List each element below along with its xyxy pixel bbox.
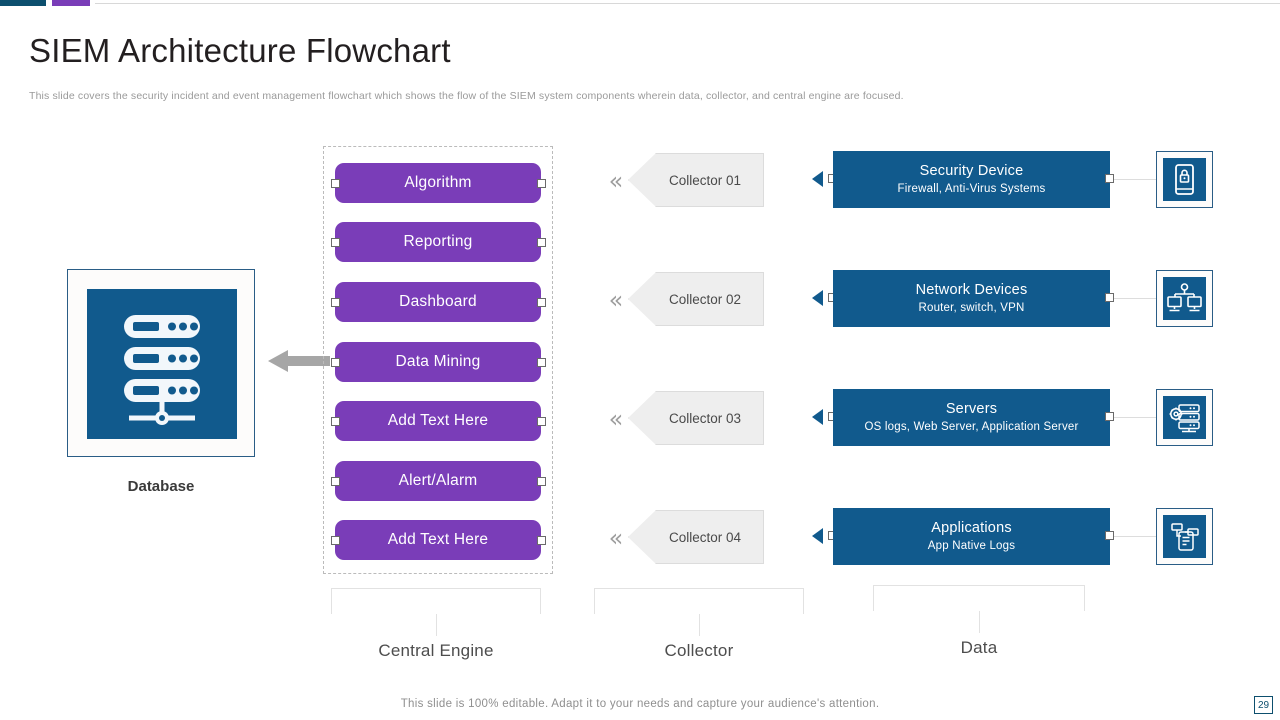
connector-handle-right[interactable]	[537, 536, 546, 545]
page-subtitle: This slide covers the security incident …	[29, 90, 904, 102]
accent-divider-line	[95, 3, 1280, 4]
engine-item-label: Algorithm	[404, 174, 472, 191]
icon-card-servers[interactable]	[1156, 389, 1213, 446]
collector-label: Collector 03	[668, 410, 742, 426]
engine-item-reporting[interactable]: Reporting	[335, 222, 541, 262]
connector-line	[1114, 298, 1156, 299]
connector-handle-right[interactable]	[537, 358, 546, 367]
double-chevron-icon: «	[608, 524, 624, 552]
central-engine-container	[323, 146, 553, 574]
data-node-servers[interactable]: Servers OS logs, Web Server, Application…	[833, 389, 1110, 446]
data-node-title: Security Device	[919, 163, 1024, 179]
collector-label: Collector 01	[668, 172, 742, 188]
data-inlet-arrow	[812, 290, 823, 306]
database-card[interactable]	[67, 269, 255, 457]
connector-line	[1114, 536, 1156, 537]
collector-node-04[interactable]: Collector 04	[628, 510, 764, 564]
data-node-applications[interactable]: Applications App Native Logs	[833, 508, 1110, 565]
connector-handle-left[interactable]	[331, 238, 340, 247]
connector-handle-right[interactable]	[537, 477, 546, 486]
connector-handle-right[interactable]	[537, 298, 546, 307]
engine-item-placeholder-2[interactable]: Add Text Here	[335, 520, 541, 560]
connector-handle-right[interactable]	[1105, 293, 1114, 302]
data-inlet-arrow	[812, 409, 823, 425]
footer-note: This slide is 100% editable. Adapt it to…	[400, 698, 880, 710]
server-gear-icon	[1163, 396, 1206, 439]
connector-handle-right[interactable]	[537, 179, 546, 188]
engine-item-label: Add Text Here	[387, 412, 489, 429]
database-server-icon	[87, 289, 237, 439]
engine-item-algorithm[interactable]: Algorithm	[335, 163, 541, 203]
connector-handle-left[interactable]	[331, 417, 340, 426]
top-accent-bar	[0, 0, 1280, 6]
group-label-central-engine: Central Engine	[378, 641, 494, 660]
engine-item-dashboard[interactable]: Dashboard	[335, 282, 541, 322]
data-node-title: Applications	[931, 520, 1012, 536]
connector-handle-right[interactable]	[1105, 174, 1114, 183]
network-computers-icon	[1163, 277, 1206, 320]
connector-handle-left[interactable]	[331, 536, 340, 545]
connector-handle-right[interactable]	[537, 417, 546, 426]
accent-segment-purple	[52, 0, 90, 6]
collector-node-01[interactable]: Collector 01	[628, 153, 764, 207]
connector-handle-left[interactable]	[331, 298, 340, 307]
engine-item-placeholder-1[interactable]: Add Text Here	[335, 401, 541, 441]
connector-line	[1114, 417, 1156, 418]
connector-handle-left[interactable]	[331, 179, 340, 188]
data-node-title: Network Devices	[915, 282, 1028, 298]
icon-card-security-device[interactable]	[1156, 151, 1213, 208]
data-node-subtitle: App Native Logs	[927, 540, 1016, 552]
collector-label: Collector 04	[668, 529, 742, 545]
page-title: SIEM Architecture Flowchart	[29, 32, 451, 69]
double-chevron-icon: «	[608, 405, 624, 433]
data-inlet-arrow	[812, 171, 823, 187]
double-chevron-icon: «	[608, 286, 624, 314]
icon-card-network-devices[interactable]	[1156, 270, 1213, 327]
group-label-data: Data	[960, 638, 998, 657]
bracket-stem	[436, 614, 437, 636]
data-node-security-device[interactable]: Security Device Firewall, Anti-Virus Sys…	[833, 151, 1110, 208]
collector-label: Collector 02	[668, 291, 742, 307]
data-node-network-devices[interactable]: Network Devices Router, switch, VPN	[833, 270, 1110, 327]
connector-handle-left[interactable]	[331, 358, 340, 367]
engine-item-label: Dashboard	[399, 293, 477, 310]
bracket-central-engine	[331, 588, 541, 614]
engine-item-label: Reporting	[403, 233, 473, 250]
engine-item-label: Add Text Here	[387, 531, 489, 548]
application-flow-icon	[1163, 515, 1206, 558]
page-number-badge: 29	[1254, 696, 1273, 714]
data-node-subtitle: Router, switch, VPN	[918, 302, 1025, 314]
collector-node-02[interactable]: Collector 02	[628, 272, 764, 326]
accent-segment-teal	[0, 0, 46, 6]
data-node-title: Servers	[945, 401, 998, 417]
engine-item-label: Data Mining	[395, 353, 481, 370]
group-label-collector: Collector	[664, 641, 734, 660]
database-label: Database	[127, 478, 195, 495]
connector-handle-right[interactable]	[1105, 412, 1114, 421]
connector-handle-right[interactable]	[537, 238, 546, 247]
mobile-lock-icon	[1163, 158, 1206, 201]
bracket-collector	[594, 588, 804, 614]
connector-line	[1114, 179, 1156, 180]
bracket-stem	[699, 614, 700, 636]
engine-item-label: Alert/Alarm	[398, 472, 478, 489]
icon-card-applications[interactable]	[1156, 508, 1213, 565]
bracket-data	[873, 585, 1085, 611]
data-inlet-arrow	[812, 528, 823, 544]
engine-item-alert-alarm[interactable]: Alert/Alarm	[335, 461, 541, 501]
data-node-subtitle: OS logs, Web Server, Application Server	[864, 421, 1079, 433]
data-node-subtitle: Firewall, Anti-Virus Systems	[897, 183, 1046, 195]
collector-node-03[interactable]: Collector 03	[628, 391, 764, 445]
connector-handle-left[interactable]	[331, 477, 340, 486]
bracket-stem	[979, 611, 980, 633]
double-chevron-icon: «	[608, 167, 624, 195]
connector-handle-right[interactable]	[1105, 531, 1114, 540]
engine-item-data-mining[interactable]: Data Mining	[335, 342, 541, 382]
flow-arrow-to-database	[268, 347, 330, 375]
